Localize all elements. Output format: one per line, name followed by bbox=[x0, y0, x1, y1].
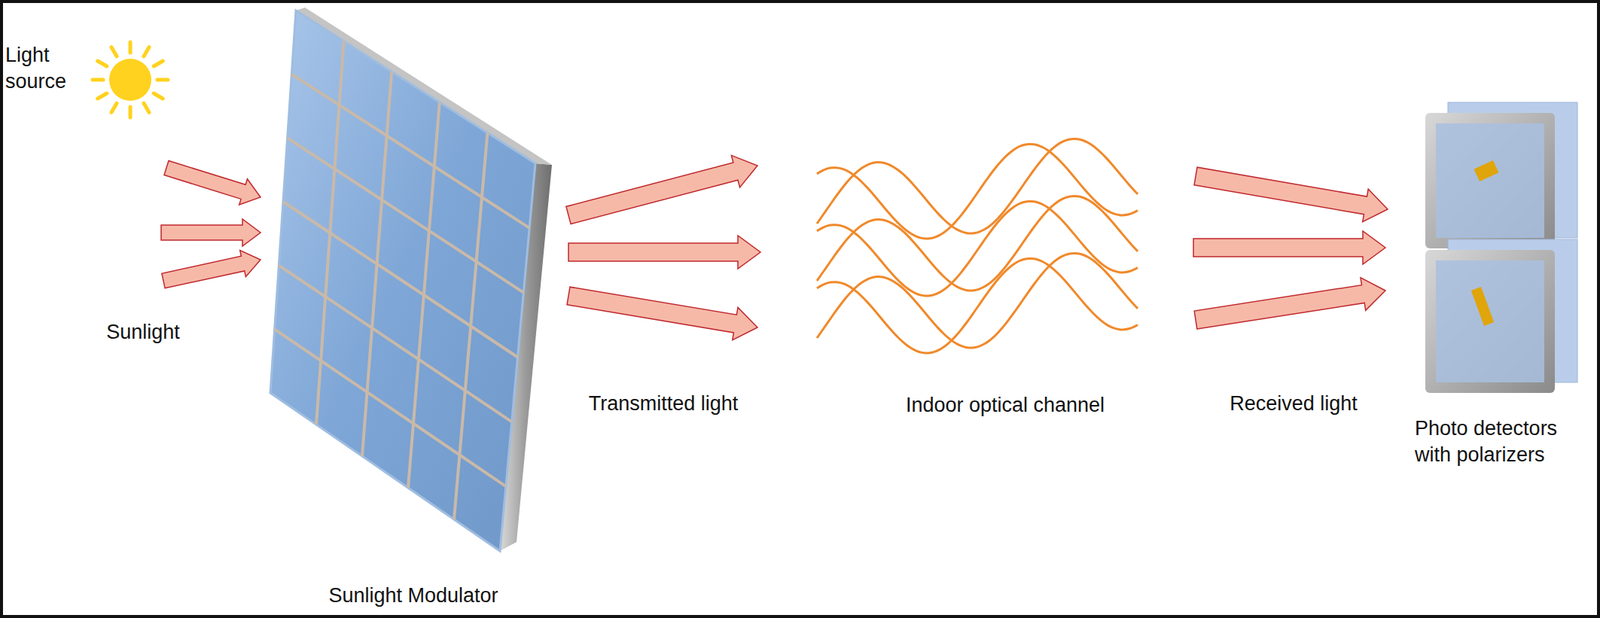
sun-ray bbox=[153, 93, 163, 99]
light-arrow bbox=[1193, 231, 1386, 265]
sun-disc bbox=[109, 58, 152, 101]
light-arrow bbox=[566, 286, 758, 341]
panel-glass bbox=[270, 10, 536, 552]
label: Sunlight bbox=[67, 319, 219, 346]
label: Sunlight Modulator bbox=[292, 582, 534, 610]
sun-ray bbox=[128, 42, 133, 53]
light-arrow bbox=[1194, 167, 1388, 222]
label: Transmitted light bbox=[550, 390, 777, 418]
light-arrow bbox=[1194, 277, 1386, 330]
label: Received light bbox=[1195, 390, 1392, 418]
sun-ray bbox=[97, 93, 107, 99]
light-arrow bbox=[161, 219, 261, 247]
optical-channel-waves bbox=[816, 138, 1138, 354]
sun-ray bbox=[157, 78, 168, 83]
sunlight-modulator-panel bbox=[270, 7, 552, 552]
sun-ray bbox=[143, 47, 150, 57]
polarizer-mark bbox=[1471, 286, 1494, 327]
sun-ray bbox=[143, 103, 150, 113]
grid-line bbox=[283, 201, 519, 358]
light-arrow bbox=[566, 155, 758, 224]
wave bbox=[816, 258, 1138, 354]
photo-detector bbox=[1425, 249, 1555, 394]
label: Photo detectors with polarizers bbox=[1414, 415, 1594, 469]
polarizer-mark bbox=[1474, 160, 1500, 182]
detector-window bbox=[1435, 123, 1545, 238]
sun-ray bbox=[111, 47, 117, 57]
light-arrow bbox=[164, 161, 261, 206]
sun-ray bbox=[97, 60, 107, 67]
detector-window bbox=[1435, 260, 1545, 383]
photo-detectors bbox=[1425, 102, 1578, 394]
light-arrow bbox=[161, 250, 261, 289]
sun-icon bbox=[92, 42, 168, 118]
sun-ray bbox=[92, 78, 104, 83]
label: Indoor optical channel bbox=[869, 392, 1141, 419]
sun-ray bbox=[128, 106, 133, 118]
grid-line bbox=[278, 265, 512, 423]
label: Light source bbox=[5, 42, 90, 95]
light-arrow bbox=[568, 235, 761, 269]
grid-line bbox=[287, 137, 525, 293]
sun-ray bbox=[153, 60, 163, 67]
sun-ray bbox=[111, 103, 117, 113]
grid-line bbox=[291, 74, 530, 229]
photo-detector bbox=[1425, 112, 1555, 249]
grid-line bbox=[274, 329, 506, 487]
